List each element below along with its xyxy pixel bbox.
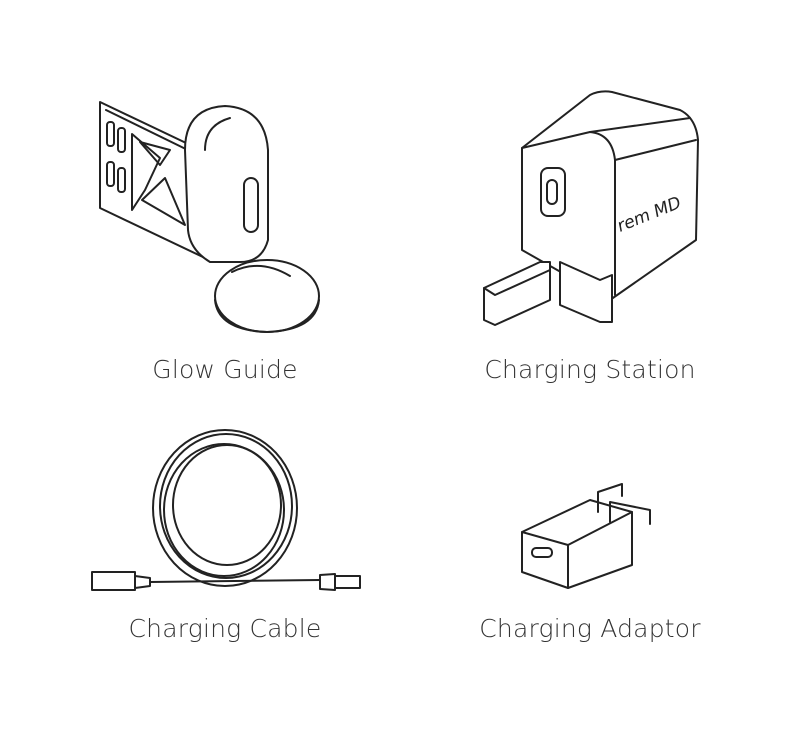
- charging-adaptor-label: Charging Adaptor: [479, 614, 701, 643]
- charging-adaptor-illustration: [521, 483, 651, 589]
- glow-guide-label: Glow Guide: [152, 355, 298, 384]
- charging-station-label: Charging Station: [484, 355, 696, 384]
- glow-guide-illustration: [99, 101, 320, 333]
- charging-cable-illustration: [91, 429, 361, 591]
- charging-cable-label: Charging Cable: [128, 614, 322, 643]
- charging-station-illustration: rem MD: [483, 90, 699, 326]
